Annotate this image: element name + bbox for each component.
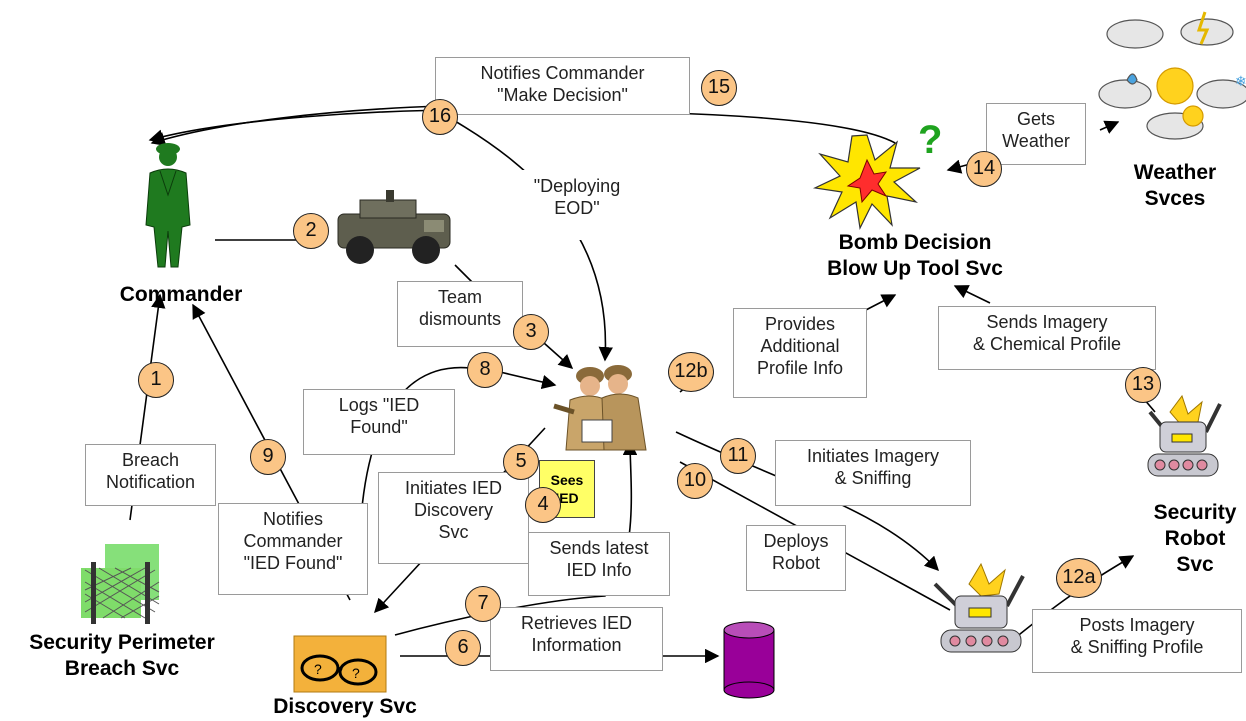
label-sends-imagery: Sends Imagery & Chemical Profile: [938, 306, 1156, 370]
security-robot-icon: [1147, 394, 1222, 477]
step-badge-14: 14: [966, 151, 1002, 187]
step-badge-11: 11: [720, 438, 756, 474]
bomb-decision-label: Bomb Decision Blow Up Tool Svc: [827, 231, 1003, 280]
security-robot-label: Security Robot Svc: [1153, 501, 1237, 576]
step-badge-16: 16: [422, 99, 458, 135]
step-badge-3: 3: [513, 314, 549, 350]
discovery-svc-label: Discovery Svc: [273, 695, 417, 718]
svg-text:❄: ❄: [1235, 73, 1246, 89]
step-badge-5: 5: [503, 444, 539, 480]
field-robot-icon: [933, 562, 1025, 653]
arrow-provides-profile: [861, 294, 897, 313]
step-badge-1: 1: [138, 362, 174, 398]
svg-text:?: ?: [314, 661, 322, 677]
svg-text:?: ?: [352, 665, 360, 681]
perimeter-fence-icon: [81, 544, 160, 624]
label-initiates-discovery: Initiates IED Discovery Svc: [378, 472, 529, 564]
label-team-dismounts: Team dismounts: [397, 281, 523, 347]
label-notifies-make-decision: Notifies Commander "Make Decision": [435, 57, 690, 115]
label-breach-notification: Breach Notification: [85, 444, 216, 506]
commander-label: Commander: [119, 283, 243, 306]
label-posts-imagery: Posts Imagery & Sniffing Profile: [1032, 609, 1242, 673]
label-provides-profile: Provides Additional Profile Info: [733, 308, 867, 398]
label-sends-latest: Sends latest IED Info: [528, 532, 670, 596]
label-retrieves-info: Retrieves IED Information: [490, 607, 663, 671]
arrow-sends-imagery: [953, 285, 991, 304]
step-badge-9: 9: [250, 439, 286, 475]
weather-services-label: Weather Svces: [1133, 161, 1217, 210]
arrow-weather-out: [1099, 120, 1120, 134]
step-badge-2: 2: [293, 213, 329, 249]
label-deploys-robot: Deploys Robot: [746, 525, 846, 591]
question-mark-icon: ?: [918, 118, 943, 162]
step-badge-10: 10: [677, 463, 713, 499]
bomb-explosion-icon: [812, 134, 921, 230]
step-badge-12a: 12a: [1056, 558, 1102, 598]
step-badge-6: 6: [445, 630, 481, 666]
step-badge-13: 13: [1125, 367, 1161, 403]
step-badge-15: 15: [701, 70, 737, 106]
arrow-posts-imagery: [1014, 555, 1135, 639]
label-gets-weather: Gets Weather: [986, 103, 1086, 165]
step-badge-7: 7: [465, 586, 501, 622]
perimeter-breach-label: Security Perimeter Breach Svc: [29, 631, 215, 680]
label-notifies-ied-found: Notifies Commander "IED Found": [218, 503, 368, 595]
commander-soldier-icon: [145, 143, 191, 268]
database-icon: [723, 621, 775, 699]
step-badge-8: 8: [467, 352, 503, 388]
label-logs-ied-found: Logs "IED Found": [303, 389, 455, 455]
weather-cloud-icon: ❄: [1098, 11, 1246, 140]
arrow-8-to-soldiers: [499, 371, 557, 390]
arrow-sends-latest: [394, 440, 638, 636]
step-badge-12b: 12b: [668, 352, 714, 392]
arrow-make-decision-2: [150, 105, 441, 147]
discovery-glasses-icon: ? ?: [293, 635, 387, 693]
step-badge-4: 4: [525, 487, 561, 523]
eod-soldiers-icon: [553, 365, 647, 451]
humvee-icon: [337, 190, 451, 264]
label-deploying-eod: "Deploying EOD": [512, 170, 642, 240]
label-initiates-imagery: Initiates Imagery & Sniffing: [775, 440, 971, 506]
